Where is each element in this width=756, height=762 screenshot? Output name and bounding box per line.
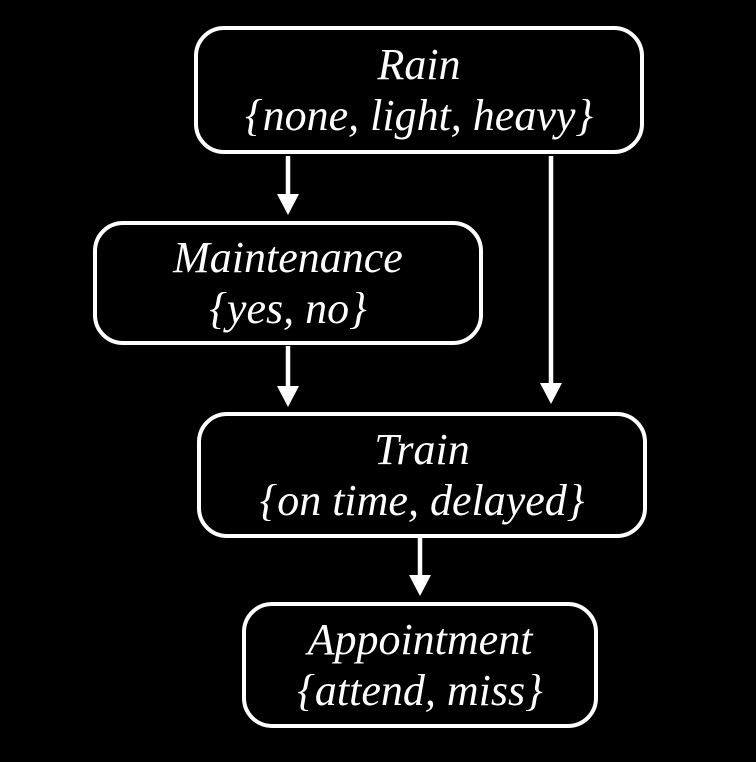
node-rain-label: Rain [377,39,461,89]
node-train-domain: {on time, delayed} [259,476,585,525]
node-maintenance-label: Maintenance [173,232,403,282]
node-train: Train {on time, delayed} [197,412,647,538]
node-maintenance: Maintenance {yes, no} [93,221,483,345]
node-rain-domain: {none, light, heavy} [245,91,593,140]
node-appointment: Appointment {attend, miss} [242,602,598,728]
node-train-label: Train [374,424,470,474]
arrow-rain-to-maintenance [277,156,299,215]
node-appointment-domain: {attend, miss} [297,666,543,715]
arrow-rain-to-train [540,156,562,404]
node-rain: Rain {none, light, heavy} [194,26,644,154]
node-appointment-label: Appointment [307,614,533,664]
arrow-train-to-appointment [409,538,431,596]
node-maintenance-domain: {yes, no} [209,284,367,333]
arrow-maintenance-to-train [277,346,299,407]
